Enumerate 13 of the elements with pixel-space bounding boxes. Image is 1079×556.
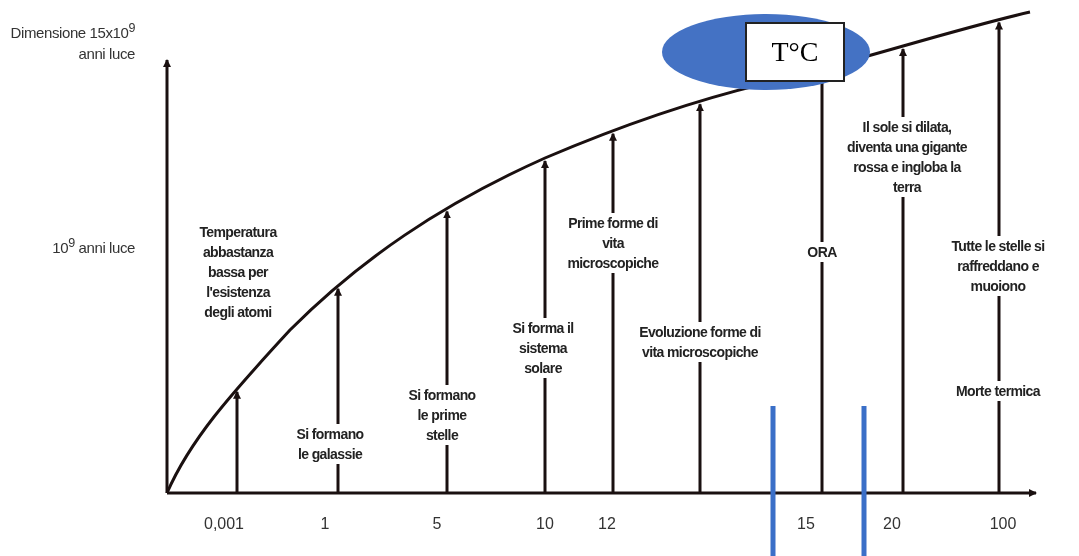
tick-label: 1 — [320, 515, 330, 533]
tick-label: 12 — [598, 515, 616, 533]
tick-label: 15 — [797, 515, 815, 533]
tick-label: 100 — [989, 515, 1017, 533]
y-axis-label: 10$^{9}$ anni luce — [52, 235, 135, 258]
temperature-label: T°C — [745, 22, 845, 82]
tick-label: 20 — [883, 515, 901, 533]
tick-label: 10 — [536, 515, 554, 533]
tick-label: 0,001 — [204, 515, 244, 533]
y-axis-label: Dimensione 15x10$^{9}$ anni luce — [9, 20, 135, 64]
tick-label: 5 — [432, 515, 442, 533]
temperature-ellipse — [661, 13, 871, 91]
event-label: ORA — [807, 242, 837, 262]
